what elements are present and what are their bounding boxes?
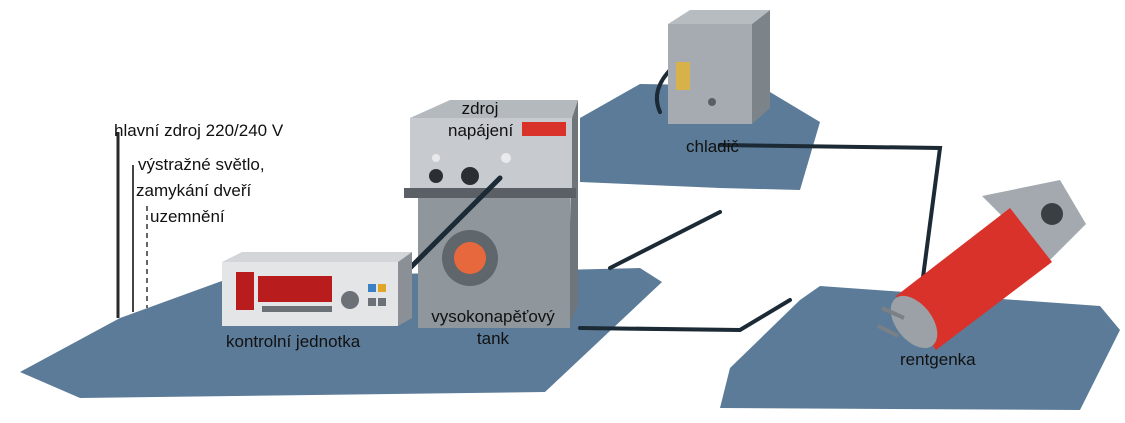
cables <box>578 66 943 333</box>
label-grounding: uzemnění <box>150 207 225 226</box>
tube-terminal-2 <box>877 324 899 338</box>
mains-lines <box>116 132 148 318</box>
tube-terminal-1 <box>881 306 905 320</box>
cooler-unit <box>668 10 770 124</box>
power-supply-controls <box>429 153 511 185</box>
label-door-lock: zamykání dveří <box>136 181 252 200</box>
cooler-vents-icon <box>755 21 767 101</box>
hv-tank <box>404 100 578 328</box>
cable-cooler-tube-top <box>718 143 943 302</box>
label-power-supply: zdroj napájení <box>448 98 514 142</box>
xray-tube <box>877 180 1086 350</box>
floor-right <box>720 286 1120 410</box>
label-power-supply-line2: napájení <box>448 121 514 140</box>
label-control-unit: kontrolní jednotka <box>226 332 361 351</box>
control-unit <box>222 252 412 326</box>
label-warning-light: výstražné světlo, <box>138 155 265 174</box>
cable-floor-bottom <box>578 298 792 333</box>
cable-tank-cooler <box>608 210 722 270</box>
cable-supply-control <box>407 175 503 271</box>
hv-port <box>454 242 486 274</box>
label-hv-tank: vysokonapěťový tank <box>418 306 568 350</box>
label-hv-tank-line2: tank <box>476 329 510 348</box>
label-cooler: chladič <box>686 137 739 156</box>
label-power-supply-line1: zdroj <box>461 99 499 118</box>
label-main-power: hlavní zdroj 220/240 V <box>114 121 284 140</box>
label-xray-tube: rentgenka <box>900 350 976 369</box>
control-display <box>258 276 332 302</box>
label-hv-tank-line1: vysokonapěťový <box>431 307 555 326</box>
control-knob <box>341 291 359 309</box>
